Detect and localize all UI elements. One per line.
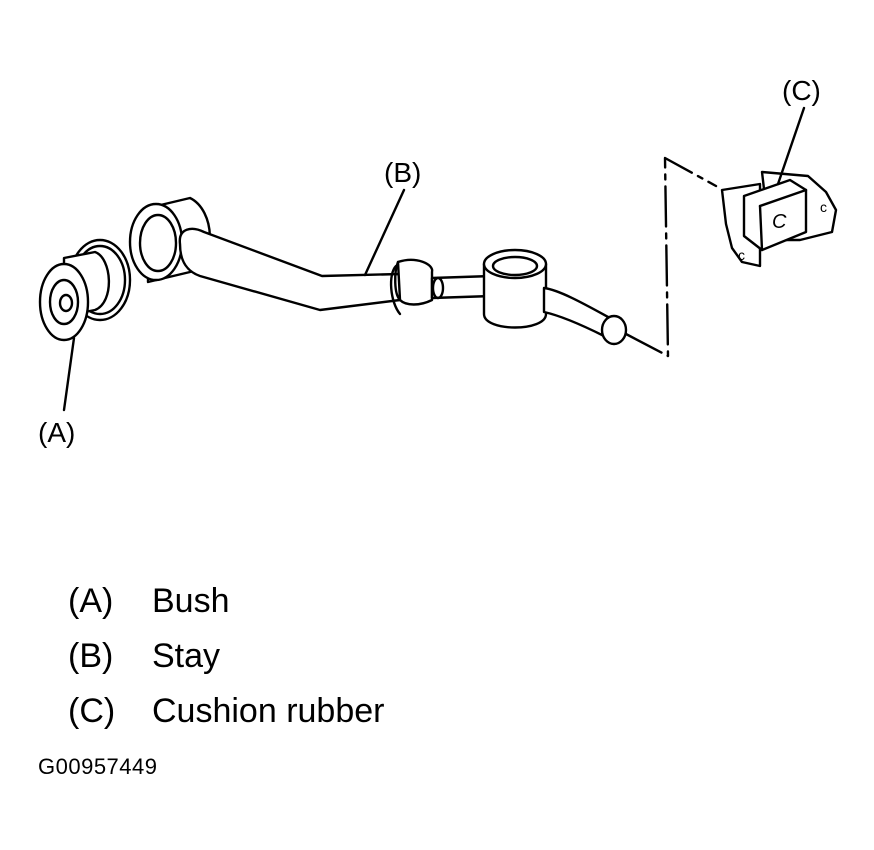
legend-key: (C) [68, 692, 116, 730]
stay-part-b [128, 196, 628, 346]
legend-label: Cushion rubber [152, 692, 385, 730]
legend-item-bush: (A) Bush [68, 578, 384, 633]
block-mark: C [772, 211, 787, 233]
bush-part-a [38, 238, 132, 342]
leader-line-c [776, 106, 806, 186]
callout-b: (B) [384, 157, 421, 188]
legend-label: Stay [152, 637, 221, 675]
side-mark-right: c [820, 199, 827, 215]
callout-a: (A) [38, 417, 75, 448]
legend-key: (B) [68, 637, 114, 675]
alignment-dash-line [624, 156, 718, 358]
side-mark-bottom: c [738, 247, 745, 263]
legend-label: Bush [152, 582, 230, 620]
legend-key: (A) [68, 582, 114, 620]
cushion-rubber-part-c: C c c [720, 170, 838, 268]
parts-legend: (A) Bush (B) Stay (C) Cushion rubber [68, 578, 384, 743]
callout-c: (C) [782, 75, 821, 106]
leader-line-b [363, 188, 406, 277]
figure-id: G00957449 [38, 754, 158, 779]
legend-item-stay: (B) Stay [68, 633, 384, 688]
leader-line-a [62, 336, 76, 412]
legend-item-cushion-rubber: (C) Cushion rubber [68, 688, 384, 743]
